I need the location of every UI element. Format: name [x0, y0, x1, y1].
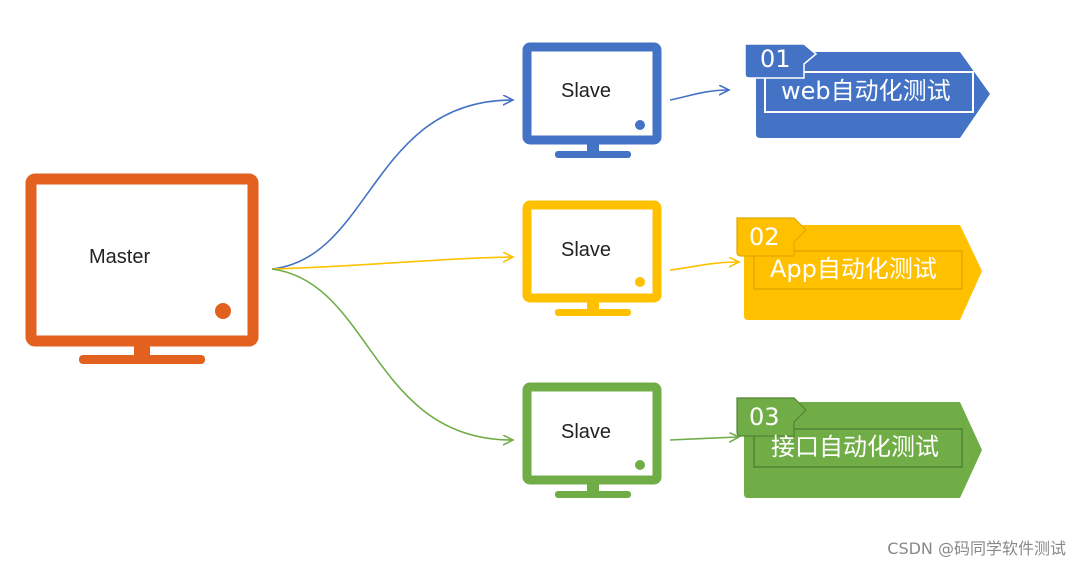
slave-1-power-dot [635, 120, 645, 130]
slave-3-to-task-arrow [669, 437, 738, 440]
task-banner-1-arrow-shape [756, 52, 990, 138]
task-banner-1-label-frame [764, 71, 974, 113]
master-power-dot [215, 303, 231, 319]
slave-2-label: Slave [561, 239, 612, 261]
master-monitor [25, 173, 259, 364]
slave-2-to-task-arrow [669, 262, 738, 271]
master-stand-neck [134, 341, 150, 357]
slave-monitor-2 [522, 200, 662, 316]
task-banner-2 [736, 217, 982, 320]
task-3-label: 接口自动化测试 [771, 433, 939, 461]
master-to-slave-1-arrow [271, 100, 512, 270]
task-banner-2-tab [736, 217, 807, 257]
task-banner-3-label-frame [753, 428, 963, 468]
slave-3-power-dot [635, 460, 645, 470]
slave-3-stand-base [555, 491, 631, 498]
slave-3-stand-neck [587, 480, 599, 492]
slave-1-label: Slave [561, 80, 612, 102]
slave-monitor-3 [522, 382, 662, 498]
slave-monitor-1 [522, 42, 662, 158]
slave-2-power-dot [635, 277, 645, 287]
master-to-slave-3-arrow [271, 268, 512, 440]
task-1-number: 01 [760, 45, 791, 73]
task-banner-3-arrow-shape [744, 402, 982, 498]
task-banner-1-tab [744, 43, 818, 79]
slave-2-stand-base [555, 309, 631, 316]
slave-1-stand-base [555, 151, 631, 158]
task-3-number: 03 [749, 403, 780, 431]
task-banner-2-label-frame [753, 250, 963, 290]
watermark: CSDN @码同学软件测试 [887, 539, 1066, 558]
master-to-slave-2-arrow [271, 257, 512, 270]
task-2-number: 02 [749, 223, 780, 251]
slave-2-stand-neck [587, 298, 599, 310]
task-banner-3 [736, 397, 982, 498]
task-2-label: App自动化测试 [770, 255, 937, 283]
master-stand-base [79, 355, 205, 364]
task-1-label: web自动化测试 [781, 77, 951, 105]
slave-1-stand-neck [587, 140, 599, 152]
master-label: Master [89, 246, 151, 268]
task-banner-1 [744, 43, 990, 138]
slave-3-label: Slave [561, 421, 612, 443]
slave-1-to-task-arrow [669, 90, 728, 101]
task-banner-2-arrow-shape [744, 225, 982, 320]
task-banner-3-tab [736, 397, 807, 437]
